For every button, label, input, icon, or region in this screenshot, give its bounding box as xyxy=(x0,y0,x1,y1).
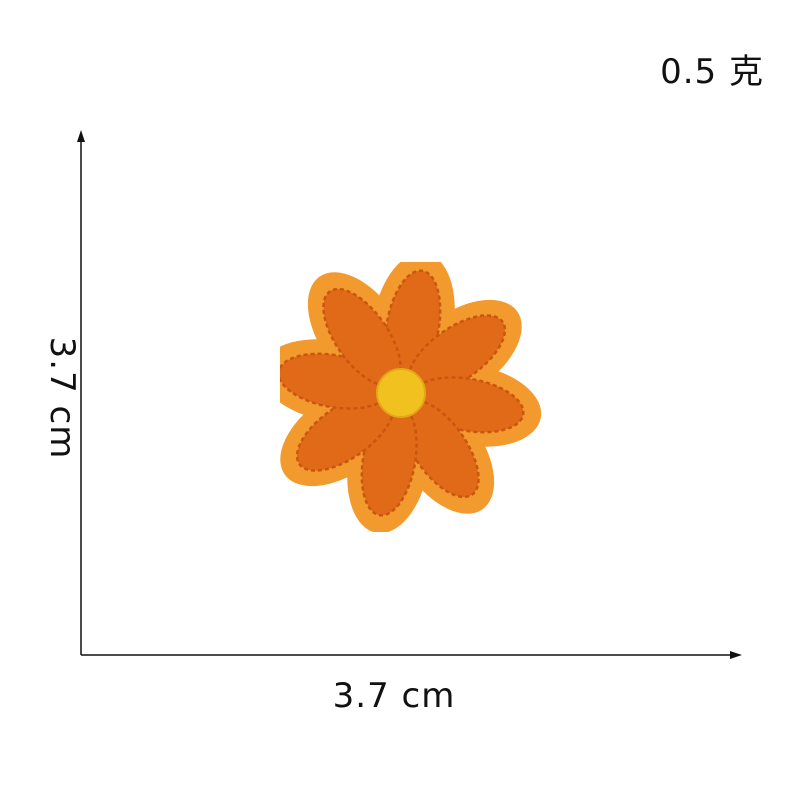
width-dimension-label-wrap: 3.7 cm xyxy=(0,676,800,716)
width-dimension-label: 3.7 cm xyxy=(332,676,456,716)
vertical-arrow-head xyxy=(77,130,85,142)
flower-patch-image xyxy=(280,262,542,532)
weight-label: 0.5 克 xyxy=(660,52,764,92)
horizontal-arrow-head xyxy=(730,651,742,659)
height-dimension-label: 3.7 cm xyxy=(42,336,82,460)
flower-center xyxy=(376,368,426,418)
